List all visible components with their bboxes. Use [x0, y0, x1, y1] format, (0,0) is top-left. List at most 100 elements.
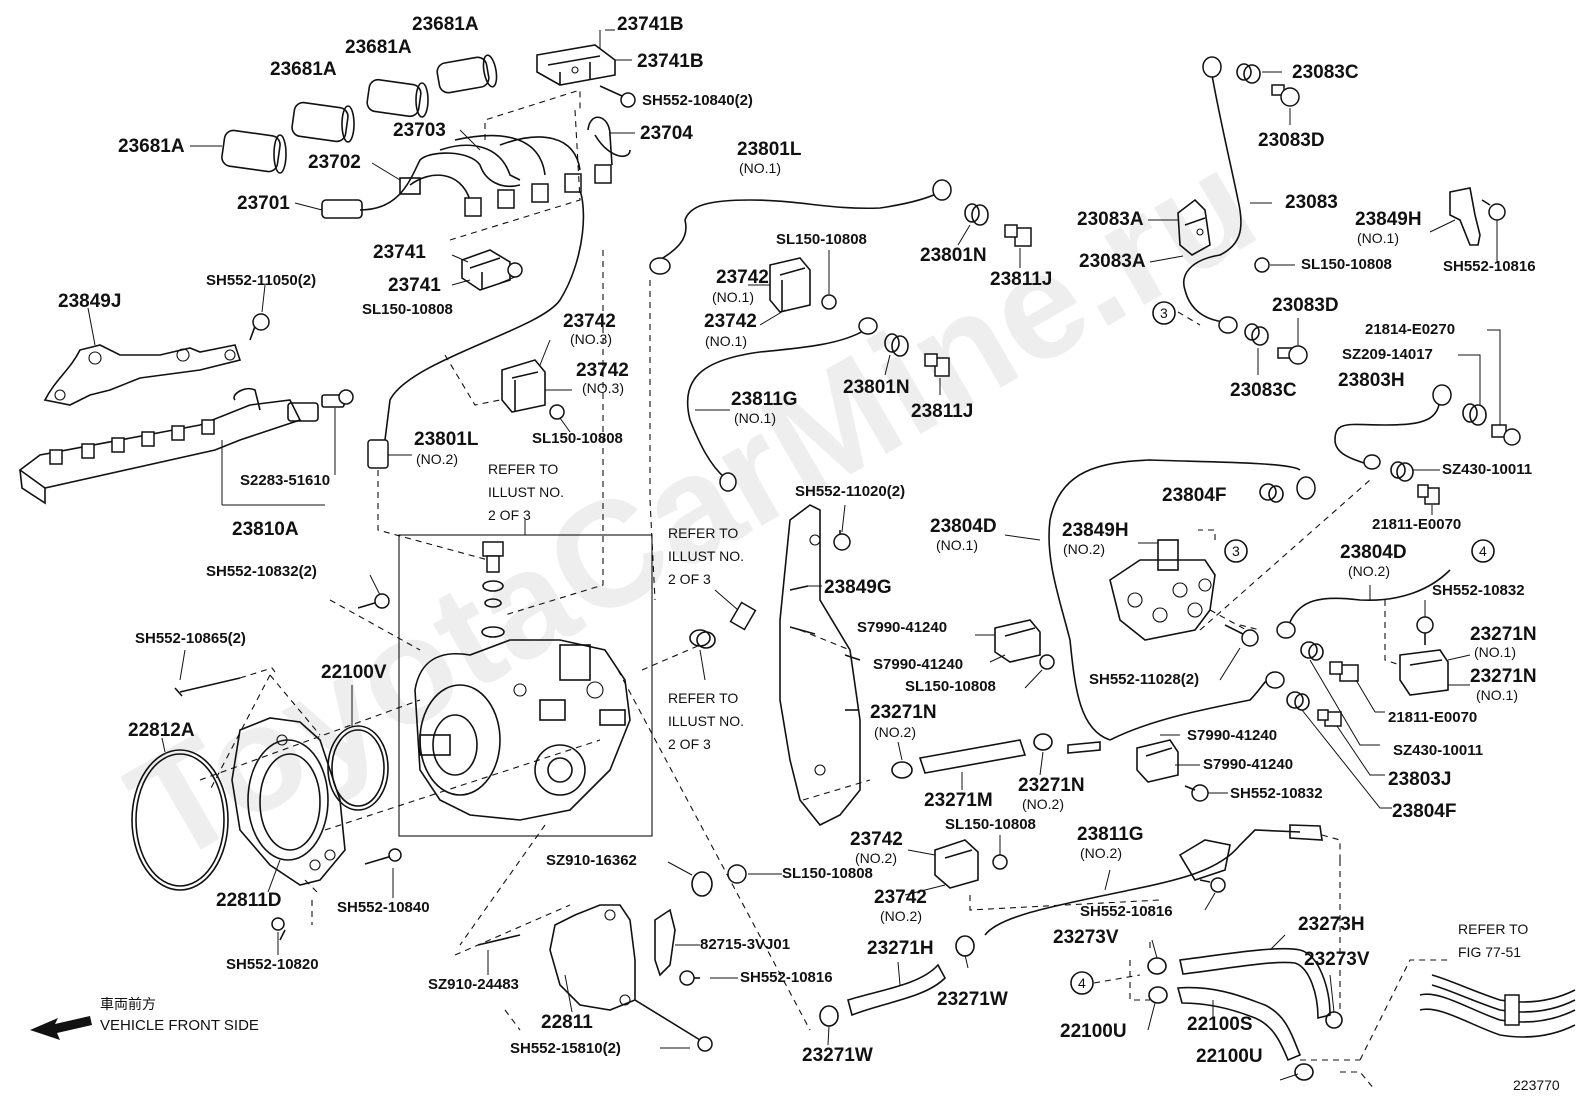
label-23083a-a: 23083A: [1077, 209, 1144, 230]
label-23273h: 23273H: [1298, 914, 1365, 935]
bolt-sh552-10840: [364, 848, 402, 865]
label-23681a-1: 23681A: [412, 14, 479, 35]
callout-4-a: [1471, 539, 1495, 563]
label-23804f-a: 23804F: [1162, 485, 1227, 506]
callout-4-b-text: 4: [1078, 975, 1086, 991]
hose-fig77-51: [1419, 974, 1576, 1038]
label-23701: 23701: [237, 193, 290, 214]
label-23742-no2b: 23742: [874, 887, 927, 908]
pipe-23801l-no1: [649, 179, 952, 275]
bolt-sh552-10816-a: [1481, 199, 1506, 221]
nut-sl150-10808-b: [549, 404, 565, 420]
label-23742-no2b-sub: (NO.2): [880, 908, 922, 924]
clip-22100u-b: [1294, 1063, 1314, 1081]
label-23271h: 23271H: [867, 938, 934, 959]
clip-23273v-b: [1325, 1011, 1343, 1029]
label-23742-no1a-sub: (NO.1): [712, 289, 754, 305]
label-sh552-11028-2: SH552-11028(2): [1089, 671, 1200, 688]
label-23083d-a: 23083D: [1258, 130, 1325, 151]
label-sl150-10808-d: SL150-10808: [1301, 256, 1392, 273]
callout-4-b: [1070, 971, 1094, 995]
label-23811g-no1: 23811G: [731, 389, 798, 410]
bolt-sh552-10832-b: [1184, 784, 1209, 802]
label-sl150-10808-c: SL150-10808: [776, 231, 867, 248]
label-23271n-no2b: 23271N: [1018, 775, 1085, 796]
bolt-23083d-b: [1277, 345, 1308, 365]
label-sh552-11050-2: SH552-11050(2): [206, 272, 317, 289]
pipe-23804d-no2: [1276, 569, 1451, 639]
hose-23271h: [847, 963, 946, 1017]
label-23703: 23703: [393, 120, 446, 141]
label-23801l-no1-sub: (NO.1): [739, 160, 781, 176]
injection-pump: [414, 639, 631, 821]
label-23804d-no2-sub: (NO.2): [1348, 563, 1390, 579]
washer-23801n-b: [884, 333, 909, 357]
bolt-23083d-a: [1271, 84, 1300, 107]
label-23804d-no1-sub: (NO.1): [936, 537, 978, 553]
label-23849h-no1: 23849H: [1355, 209, 1422, 230]
label-sh552-10832-a: SH552-10832: [1432, 582, 1525, 599]
clip-23273v-a: [1147, 957, 1167, 975]
label-23803j: 23803J: [1388, 769, 1452, 790]
gasket-22812a: [131, 749, 229, 891]
washer-23804f-b: [1300, 641, 1324, 661]
label-23083c-b: 23083C: [1230, 380, 1297, 401]
label-sl150-10808-a: SL150-10808: [362, 301, 453, 318]
callout-4-a-text: 4: [1479, 543, 1487, 559]
label-23742-no1b-sub: (NO.1): [705, 333, 747, 349]
label-23742-no3b: 23742: [576, 360, 629, 381]
label-sh552-10816-b: SH552-10816: [740, 969, 833, 986]
label-22100s: 22100S: [1187, 1014, 1253, 1035]
callout-3-b: [1224, 539, 1248, 563]
front-note-english: VEHICLE FRONT SIDE: [100, 1017, 259, 1034]
label-23271n-no2a: 23271N: [870, 702, 937, 723]
washer-sz430-10011-a: [1390, 461, 1414, 482]
nut-sl150-10808-a: [507, 262, 523, 278]
clip-23271n-no1: [1399, 649, 1449, 696]
label-23273v-b: 23273V: [1304, 949, 1370, 970]
label-sl150-10808-b: SL150-10808: [532, 430, 623, 447]
hose-22100s: [1176, 986, 1302, 1062]
pipe-23803h: [1334, 384, 1452, 470]
label-23742-no2a: 23742: [850, 829, 903, 850]
label-sh552-15810-2: SH552-15810(2): [510, 1040, 621, 1057]
label-21811-e0070-b: 21811-E0070: [1388, 709, 1478, 726]
label-23741-1: 23741: [373, 242, 426, 263]
bolt-sh552-10816-b: [679, 970, 700, 986]
label-23273v-a: 23273V: [1053, 927, 1119, 948]
bolt-sh552-10840: [599, 85, 636, 108]
washer-23083c-b: [1244, 323, 1269, 346]
label-23704: 23704: [640, 123, 693, 144]
washer-sz430-10011-b: [1286, 691, 1310, 711]
washer-23801n-a: [964, 203, 989, 226]
label-23801l-no1: 23801L: [737, 139, 802, 160]
clamp-23742-no2: [934, 839, 979, 889]
label-sh552-10865-2: SH552-10865(2): [135, 630, 246, 647]
clip-23271n-no2b: [1033, 733, 1053, 751]
label-sh552-10816-c: SH552-10816: [1080, 903, 1173, 920]
label-23810a: 23810A: [232, 519, 299, 540]
label-23801l-no2-sub: (NO.2): [416, 451, 458, 467]
nut-sl150-10808-g: [992, 854, 1008, 870]
label-23741b-1: 23741B: [617, 14, 684, 35]
label-23271n-no1b-sub: (NO.1): [1476, 687, 1518, 703]
label-23811g-no2: 23811G: [1077, 824, 1144, 845]
bolt-21814-e0270: [1491, 424, 1521, 446]
washer-23804f-a: [1259, 483, 1284, 503]
bracket-23849h-no2: [1109, 539, 1216, 641]
label-23083c-a: 23083C: [1292, 62, 1359, 83]
oring-22100v: [327, 725, 389, 811]
label-s7990-41240-a: S7990-41240: [857, 619, 948, 636]
label-23742-no1b: 23742: [704, 311, 757, 332]
label-23742-no3a-sub: (NO.3): [570, 331, 612, 347]
bolt-sh552-10832-a: [1416, 616, 1434, 645]
label-sl150-10808-f: SL150-10808: [782, 865, 873, 882]
washer-mid: [689, 629, 716, 649]
label-sh552-10840: SH552-10840: [337, 899, 430, 916]
clamp-23742-no1: [769, 257, 811, 313]
stud-sz910-24483: [477, 934, 521, 946]
bolt-sh552-10832-2: [357, 593, 390, 609]
